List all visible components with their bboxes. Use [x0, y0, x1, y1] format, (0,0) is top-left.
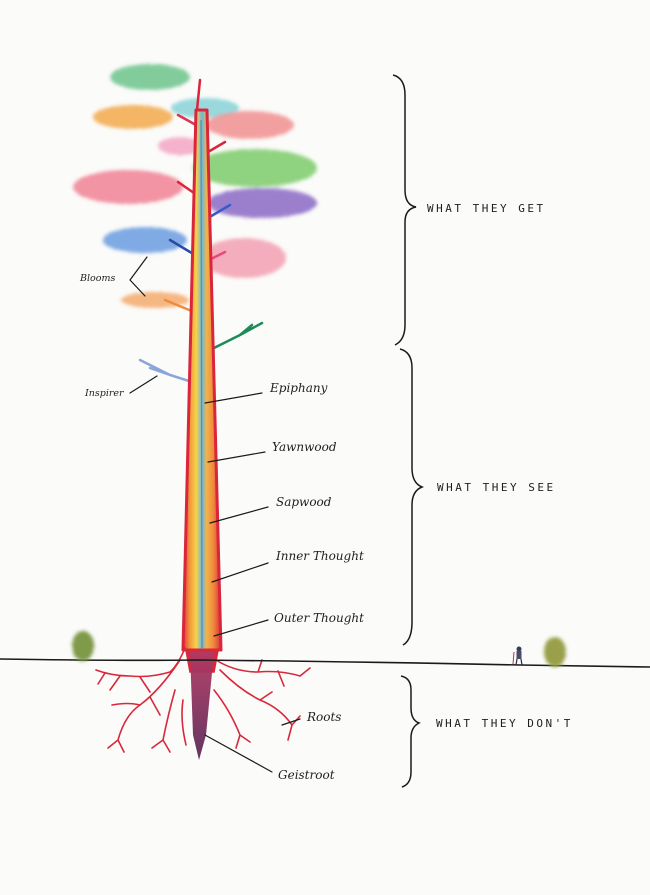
label-blooms: Blooms — [80, 274, 115, 284]
label-inspirer: Inspirer — [85, 389, 124, 399]
section-what-they-dont: WHAT THEY DON'T — [436, 718, 573, 729]
geistroot-shape — [190, 652, 214, 760]
brace-see — [400, 349, 422, 645]
brace-get — [393, 75, 416, 345]
label-epiphany: Epiphany — [270, 382, 327, 394]
label-inner-thought: Inner Thought — [276, 550, 364, 562]
hiker-figure — [513, 647, 522, 666]
label-roots: Roots — [307, 711, 341, 723]
bloom-salmon — [206, 111, 294, 139]
bloom-orange — [93, 105, 173, 129]
label-outer-thought: Outer Thought — [274, 612, 364, 624]
label-sapwood: Sapwood — [276, 496, 331, 508]
bloom-blue — [103, 227, 187, 253]
brace-dont — [401, 676, 419, 787]
label-yawnwood: Yawnwood — [272, 441, 337, 453]
bloom-pink-left — [73, 170, 183, 204]
section-what-they-get: WHAT THEY GET — [427, 203, 546, 214]
branch-inspirer — [140, 360, 192, 382]
bloom-purple — [207, 188, 317, 218]
bloom-green-big — [193, 149, 317, 187]
label-geistroot: Geistroot — [278, 769, 335, 781]
bush-right — [544, 637, 566, 667]
bush-left — [72, 631, 94, 661]
braces — [393, 75, 422, 787]
section-what-they-see: WHAT THEY SEE — [437, 482, 556, 493]
bloom-green-top — [110, 64, 190, 90]
